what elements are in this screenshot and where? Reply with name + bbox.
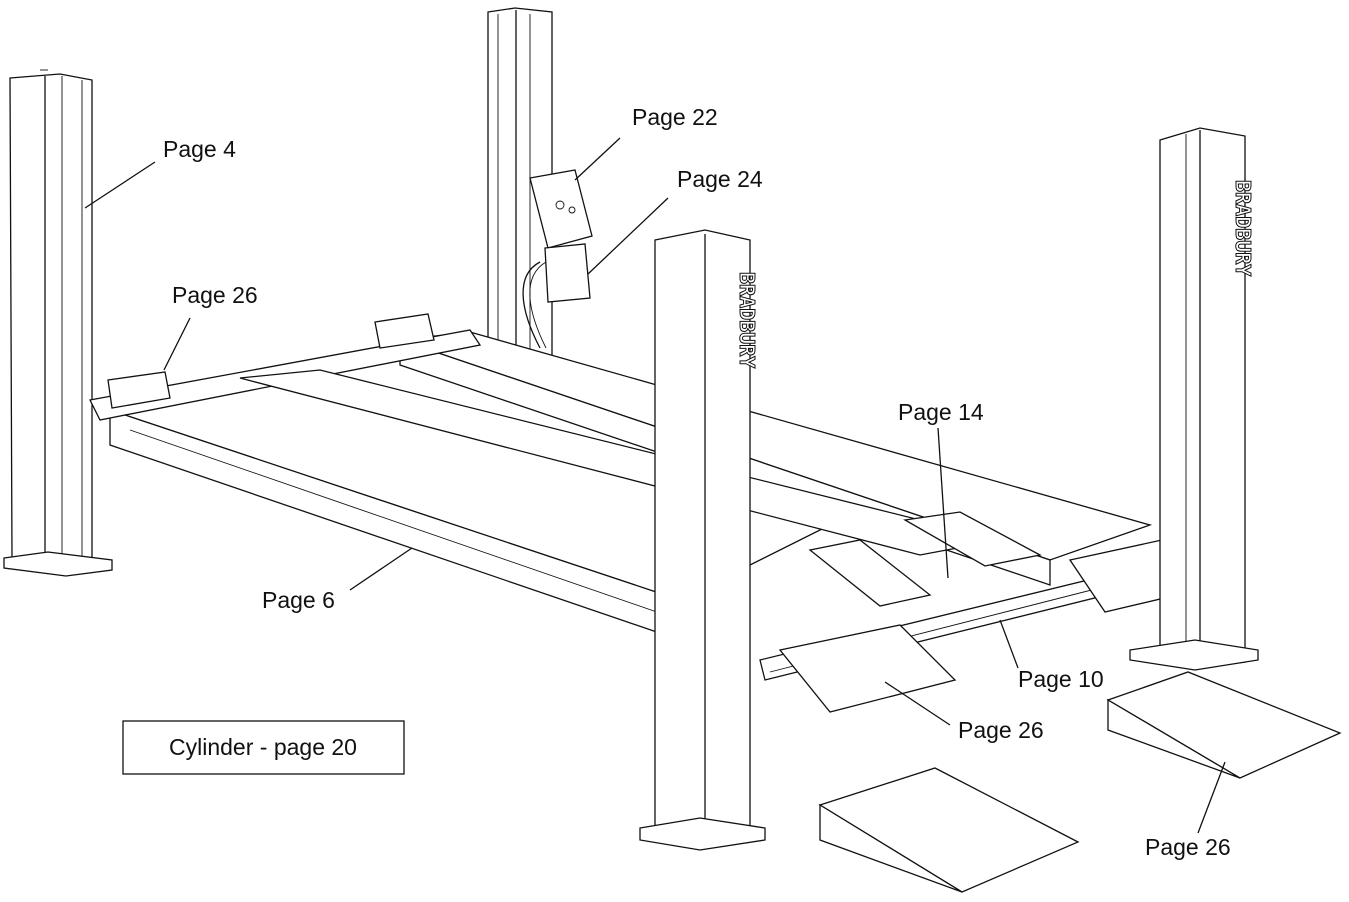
loose-ramp-right	[1106, 671, 1342, 779]
svg-text:BRADBURY: BRADBURY	[1231, 180, 1255, 276]
front-left-post: BRADBURY	[639, 229, 766, 851]
callout-posts[interactable]: Page 4	[163, 136, 236, 162]
brand-lettering-right: BRADBURY	[1231, 180, 1256, 277]
brand-lettering-front: BRADBURY	[735, 272, 760, 369]
callout-power-unit[interactable]: Page 24	[677, 166, 763, 192]
rear-wheel-chock-left	[107, 371, 171, 409]
callout-runway[interactable]: Page 6	[262, 587, 335, 613]
loose-ramp-center	[818, 767, 1080, 893]
front-approach-ramp-left	[778, 624, 957, 713]
callout-front-ramp[interactable]: Page 26	[958, 717, 1044, 743]
callout-side-ramp[interactable]: Page 26	[1145, 834, 1231, 860]
power-unit	[522, 243, 591, 349]
callout-control-box[interactable]: Page 22	[632, 104, 718, 130]
callout-rear-chocks[interactable]: Page 26	[172, 282, 258, 308]
jacking-beam	[239, 369, 1042, 607]
cylinder-callout-box[interactable]: Cylinder - page 20	[122, 720, 405, 775]
cylinder-callout-text: Cylinder - page 20	[169, 734, 357, 760]
rear-left-post	[3, 69, 113, 577]
leader-lines	[84, 137, 1226, 834]
callout-jacking-beam[interactable]: Page 14	[898, 399, 984, 425]
front-right-post: BRADBURY	[1129, 127, 1259, 671]
svg-text:BRADBURY: BRADBURY	[735, 272, 759, 368]
control-box	[529, 169, 593, 249]
callout-cross-member[interactable]: Page 10	[1018, 666, 1104, 692]
rear-wheel-chock-right	[374, 313, 435, 349]
